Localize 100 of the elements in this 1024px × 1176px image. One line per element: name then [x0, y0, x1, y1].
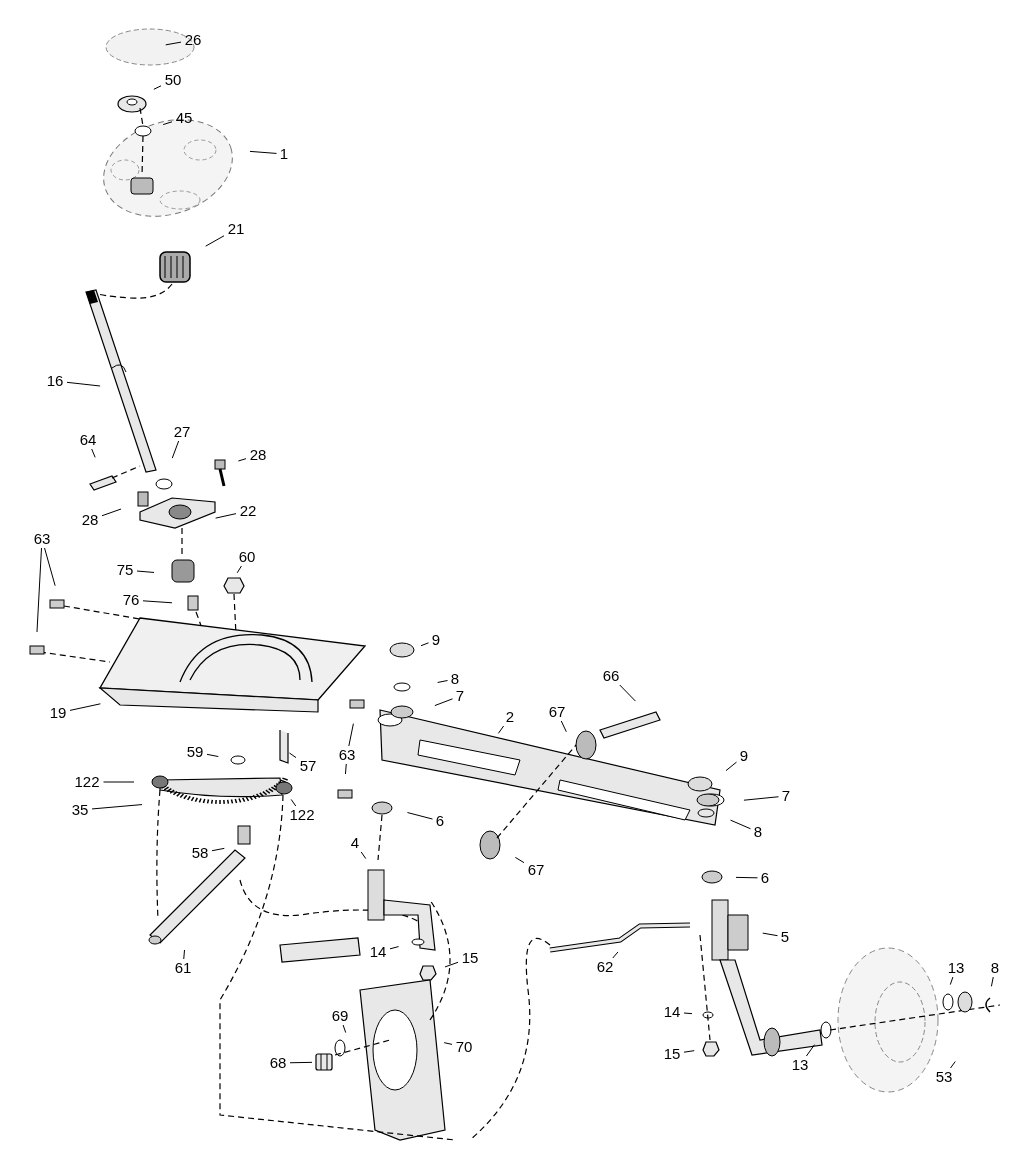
callout-number: 13 [944, 959, 968, 977]
callout-number: 76 [119, 591, 143, 609]
callout-number: 60 [235, 548, 259, 566]
leader-line [153, 85, 162, 90]
leader-line [101, 508, 122, 517]
callout-number: 1 [276, 145, 292, 163]
leader-line [91, 804, 143, 810]
callout-number: 27 [170, 423, 194, 441]
callout-number: 63 [30, 530, 54, 548]
leader-line [762, 932, 778, 937]
callout-number: 2 [502, 708, 518, 726]
leader-line [950, 1061, 956, 1069]
leader-line [437, 680, 448, 683]
callout-number: 122 [285, 806, 319, 824]
callout-number: 5 [777, 928, 793, 946]
leader-line [142, 600, 173, 604]
leader-line [348, 723, 354, 747]
leader-line [183, 949, 185, 960]
callout-number: 8 [447, 670, 463, 688]
leader-line [91, 448, 96, 458]
callout-number: 57 [296, 757, 320, 775]
leader-line [69, 703, 101, 711]
leader-line [420, 642, 429, 647]
leader-line [360, 851, 367, 860]
leader-line [443, 1042, 453, 1045]
leader-line [136, 570, 155, 573]
callout-number: 14 [660, 1003, 684, 1021]
callout-number: 14 [366, 943, 390, 961]
leader-line [249, 150, 277, 154]
callout-number: 13 [788, 1056, 812, 1074]
leader-line [725, 761, 737, 772]
leader-line [215, 513, 237, 519]
leader-line [434, 698, 453, 707]
leader-line [444, 961, 459, 968]
leader-line [560, 720, 567, 733]
callout-number: 50 [161, 71, 185, 89]
leader-line [406, 812, 433, 820]
callout-number: 67 [524, 861, 548, 879]
leader-line [237, 458, 247, 462]
leader-line [990, 976, 994, 987]
callout-number: 75 [113, 561, 137, 579]
callout-number: 62 [593, 958, 617, 976]
leader-line [36, 547, 42, 633]
callout-number: 63 [335, 746, 359, 764]
leader-line [205, 235, 225, 247]
callout-number: 45 [172, 109, 196, 127]
callout-number: 64 [76, 431, 100, 449]
callout-number: 35 [68, 801, 92, 819]
leader-line [619, 684, 636, 702]
leader-line [805, 1044, 816, 1057]
leader-line [206, 753, 219, 758]
leader-line [165, 41, 182, 46]
callout-number: 7 [452, 687, 468, 705]
callout-number: 59 [183, 743, 207, 761]
callout-number: 69 [328, 1007, 352, 1025]
callout-number: 68 [266, 1054, 290, 1072]
callout-number: 70 [452, 1038, 476, 1056]
leader-line [612, 951, 619, 959]
leader-line [162, 121, 173, 126]
callout-number: 9 [428, 631, 444, 649]
leader-line [949, 976, 954, 986]
leader-line [683, 1050, 695, 1053]
leader-line [211, 847, 225, 852]
callout-number: 6 [432, 812, 448, 830]
leader-line [344, 763, 347, 775]
callout-number: 6 [757, 869, 773, 887]
leader-line [342, 1024, 347, 1034]
callout-number: 4 [347, 834, 363, 852]
callout-number: 22 [236, 502, 260, 520]
callout-number: 21 [224, 220, 248, 238]
callout-number: 19 [46, 704, 70, 722]
callout-number: 15 [660, 1045, 684, 1063]
callout-number: 28 [78, 511, 102, 529]
leader-line [171, 440, 180, 459]
callout-number: 8 [987, 959, 1003, 977]
leader-line [683, 1012, 693, 1015]
leader-line [743, 796, 779, 801]
leader-line [290, 798, 297, 807]
leader-line [389, 946, 400, 950]
callout-number: 58 [188, 844, 212, 862]
leader-line [66, 381, 101, 387]
leader-line [730, 819, 751, 830]
callout-number: 26 [181, 31, 205, 49]
callout-number: 66 [599, 667, 623, 685]
leader-line [735, 876, 758, 879]
callout-number: 9 [736, 747, 752, 765]
callout-number: 28 [246, 446, 270, 464]
callout-number: 67 [545, 703, 569, 721]
leader-line [44, 547, 56, 587]
callout-number: 16 [43, 372, 67, 390]
callout-number: 7 [778, 787, 794, 805]
callout-number: 53 [932, 1068, 956, 1086]
callout-number: 8 [750, 823, 766, 841]
leader-line [103, 781, 135, 783]
leader-line [514, 856, 525, 864]
leader-line [497, 725, 505, 734]
leader-line [236, 565, 242, 574]
callout-number: 61 [171, 959, 195, 977]
leader-line [289, 1061, 313, 1064]
leader-line [288, 752, 297, 759]
